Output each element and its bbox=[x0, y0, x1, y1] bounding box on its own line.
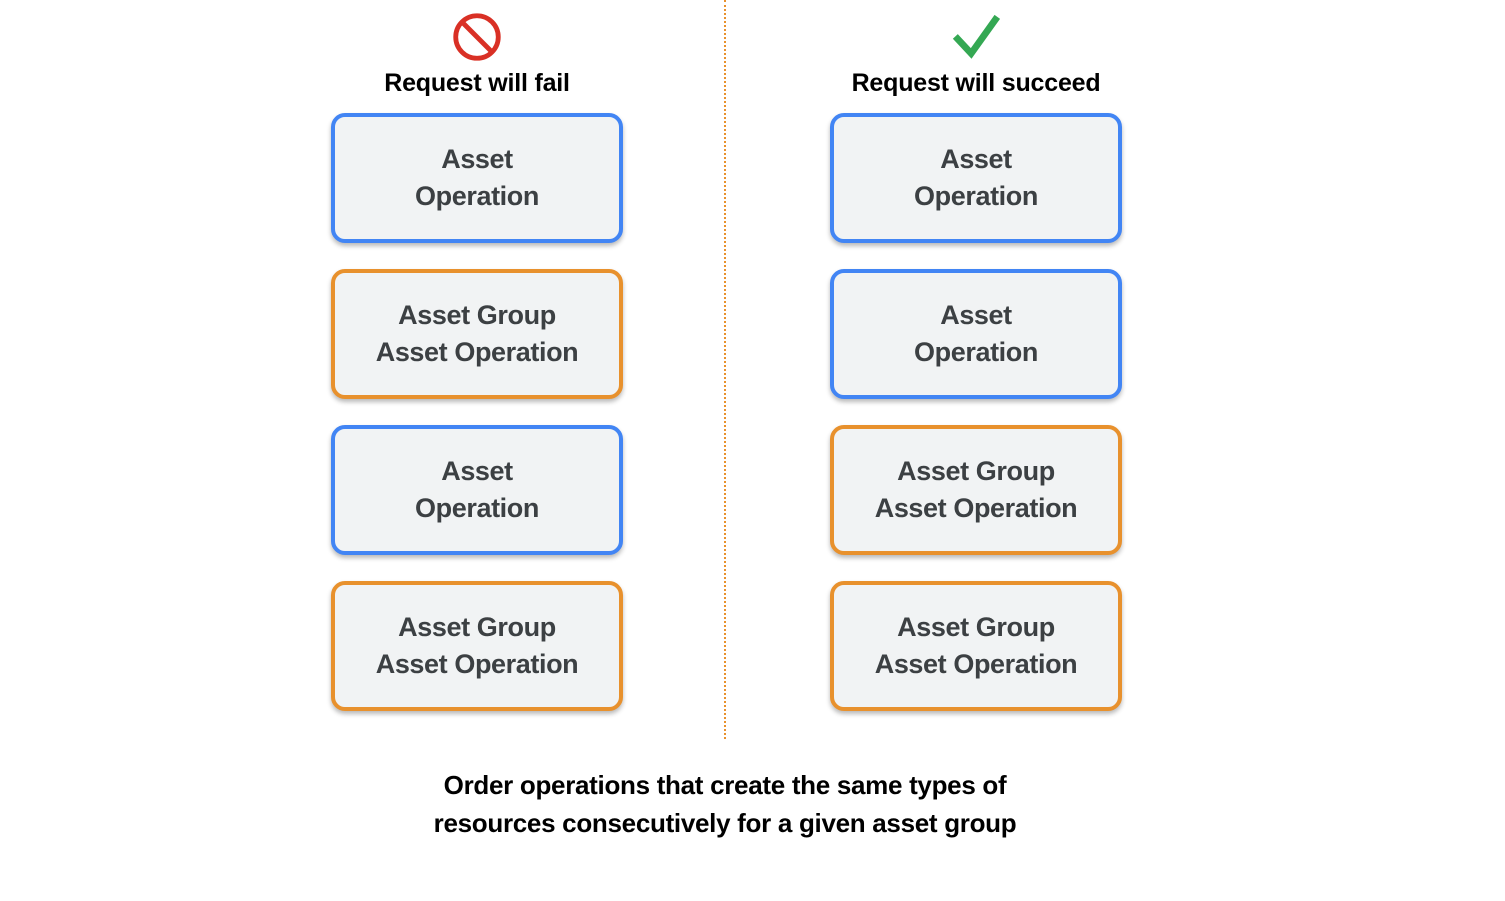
card-stack-succeed: Asset Operation Asset Operation Asset Gr… bbox=[830, 113, 1122, 711]
prohibited-icon bbox=[453, 13, 501, 61]
card-asset-operation[interactable]: Asset Operation bbox=[331, 113, 623, 243]
card-label: Asset Operation bbox=[914, 144, 1038, 211]
card-label: Asset Group Asset Operation bbox=[375, 300, 579, 367]
card-asset-group-asset-operation[interactable]: Asset Group Asset Operation bbox=[331, 581, 623, 711]
card-label: Asset Operation bbox=[415, 144, 539, 211]
column-title-fail: Request will fail bbox=[384, 69, 570, 97]
card-asset-group-asset-operation[interactable]: Asset Group Asset Operation bbox=[830, 425, 1122, 555]
column-title-succeed: Request will succeed bbox=[851, 69, 1101, 97]
column-header-fail: Request will fail bbox=[331, 8, 623, 98]
diagram-caption: Order operations that create the same ty… bbox=[433, 770, 1017, 838]
card-asset-group-asset-operation[interactable]: Asset Group Asset Operation bbox=[331, 269, 623, 399]
check-icon bbox=[952, 14, 1001, 59]
card-label: Asset Group Asset Operation bbox=[874, 612, 1078, 679]
card-label: Asset Group Asset Operation bbox=[874, 456, 1078, 523]
column-divider bbox=[724, 0, 726, 739]
card-label: Asset Operation bbox=[914, 300, 1038, 367]
card-asset-operation[interactable]: Asset Operation bbox=[331, 425, 623, 555]
card-asset-group-asset-operation[interactable]: Asset Group Asset Operation bbox=[830, 581, 1122, 711]
card-label: Asset Group Asset Operation bbox=[375, 612, 579, 679]
card-label: Asset Operation bbox=[415, 456, 539, 523]
card-stack-fail: Asset Operation Asset Group Asset Operat… bbox=[331, 113, 623, 711]
column-header-succeed: Request will succeed bbox=[830, 8, 1122, 98]
card-asset-operation[interactable]: Asset Operation bbox=[830, 269, 1122, 399]
card-asset-operation[interactable]: Asset Operation bbox=[830, 113, 1122, 243]
